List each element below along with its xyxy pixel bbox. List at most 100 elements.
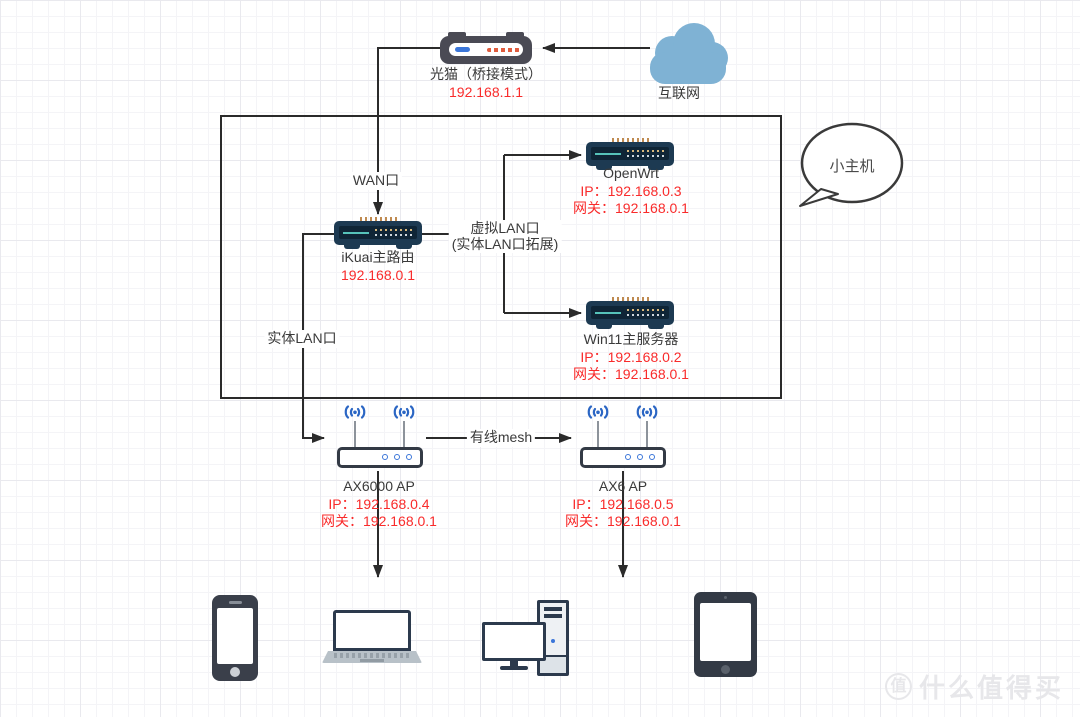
laptop-touchpad	[360, 659, 384, 662]
switch-vents	[360, 217, 400, 221]
physical-lan-label: 实体LAN口	[264, 330, 340, 348]
ap-led	[406, 454, 412, 460]
mini-host-callout-text: 小主机	[829, 158, 875, 175]
switch-foot	[596, 325, 612, 329]
openwrt-gateway: 网关：192.168.0.1	[573, 200, 689, 216]
tower-power-led	[551, 639, 555, 643]
wan-port-label: WAN口	[349, 172, 403, 190]
laptop-screen	[333, 610, 411, 651]
switch-foot	[396, 245, 412, 249]
win11-ip: IP：192.168.0.2	[580, 348, 682, 365]
ikuai-router-icon	[334, 217, 422, 249]
ax6-label: AX6 AP IP：192.168.0.5 网关：192.168.0.1	[565, 478, 681, 531]
pc-monitor	[482, 622, 546, 661]
smartphone-icon	[212, 595, 258, 681]
wifi-signal-icon	[344, 405, 366, 419]
virtual-lan-line1: 虚拟LAN口	[470, 220, 540, 236]
openwrt-label: OpenWrt IP：192.168.0.3 网关：192.168.0.1	[573, 165, 689, 218]
antenna	[597, 421, 599, 448]
ax6000-gateway: 网关：192.168.0.1	[321, 513, 437, 529]
modem-label: 光猫（桥接模式） 192.168.1.1	[430, 66, 542, 101]
tower-slot	[544, 614, 562, 618]
switch-foot	[648, 325, 664, 329]
ax6-gateway: 网关：192.168.0.1	[565, 513, 681, 529]
switch-status-line	[595, 153, 621, 155]
switch-ports-row	[627, 150, 665, 152]
ax6000-ap-icon	[337, 404, 423, 468]
tablet-icon	[694, 592, 757, 677]
ikuai-ip: 192.168.0.1	[341, 266, 415, 283]
tablet-camera	[724, 596, 727, 599]
switch-ports-row	[627, 309, 665, 311]
lan-zone-box	[220, 115, 782, 399]
switch-foot	[344, 245, 360, 249]
ap-led	[382, 454, 388, 460]
openwrt-name: OpenWrt	[603, 165, 659, 181]
modem-name: 光猫（桥接模式）	[430, 66, 542, 82]
ap-body	[580, 447, 666, 468]
phone-speaker	[228, 601, 242, 604]
switch-ports-row	[627, 155, 665, 157]
win11-label: Win11主服务器 IP：192.168.0.2 网关：192.168.0.1	[573, 331, 689, 384]
modem-led-bar	[455, 47, 470, 52]
ax6000-label: AX6000 AP IP：192.168.0.4 网关：192.168.0.1	[321, 478, 437, 531]
wifi-signal-icon	[393, 405, 415, 419]
tower-slot	[544, 607, 562, 611]
laptop-keyboard	[334, 653, 410, 658]
antenna	[646, 421, 648, 448]
ax6-ip: IP：192.168.0.5	[572, 495, 674, 512]
antenna	[403, 421, 405, 448]
openwrt-device-icon	[586, 138, 674, 170]
switch-foot	[648, 166, 664, 170]
desktop-pc-icon	[482, 600, 570, 678]
ap-led	[625, 454, 631, 460]
ap-led	[394, 454, 400, 460]
switch-ports-row	[375, 234, 413, 236]
switch-ports-row	[375, 229, 413, 231]
modem-panel	[449, 43, 523, 56]
mini-host-callout-bubble	[799, 122, 904, 207]
wifi-signal-icon	[636, 405, 658, 419]
wifi-signal-icon	[587, 405, 609, 419]
virtual-lan-label: 虚拟LAN口 (实体LAN口拓展)	[448, 220, 562, 253]
antenna	[354, 421, 356, 448]
switch-status-line	[343, 232, 369, 234]
win11-gateway: 网关：192.168.0.1	[573, 366, 689, 382]
watermark-badge: 值	[884, 673, 912, 700]
switch-status-line	[595, 312, 621, 314]
ax6-ap-icon	[580, 404, 666, 468]
phone-screen	[217, 608, 253, 664]
switch-vents	[612, 297, 652, 301]
switch-vents	[612, 138, 652, 142]
switch-foot	[596, 166, 612, 170]
tablet-home-button	[721, 665, 730, 674]
internet-label: 互联网	[658, 85, 700, 103]
virtual-lan-line2: (实体LAN口拓展)	[451, 235, 559, 252]
monitor-neck	[510, 661, 518, 667]
internet-cloud-icon	[650, 23, 728, 84]
tablet-screen	[700, 603, 751, 661]
ap-led	[649, 454, 655, 460]
modem-ip: 192.168.1.1	[449, 83, 523, 100]
laptop-icon	[322, 610, 422, 664]
ap-led	[637, 454, 643, 460]
edge-modem-to-ikuai-wan	[373, 47, 440, 215]
ikuai-name: iKuai主路由	[341, 249, 415, 265]
ap-body	[337, 447, 423, 468]
openwrt-ip: IP：192.168.0.3	[580, 182, 682, 199]
phone-home-button	[230, 667, 240, 677]
wired-mesh-label: 有线mesh	[466, 429, 536, 447]
win11-server-icon	[586, 297, 674, 329]
switch-ports-row	[627, 314, 665, 316]
smzdm-watermark: 值 什么值得买	[884, 668, 1064, 705]
ikuai-label: iKuai主路由 192.168.0.1	[341, 249, 415, 284]
tower-lower-panel	[540, 655, 566, 673]
ax6000-ip: IP：192.168.0.4	[328, 495, 430, 512]
monitor-stand	[500, 666, 528, 670]
modem-led-dots	[487, 48, 520, 52]
optical-modem-icon	[440, 32, 532, 64]
win11-name: Win11主服务器	[583, 331, 679, 347]
ax6000-name: AX6000 AP	[343, 478, 415, 494]
